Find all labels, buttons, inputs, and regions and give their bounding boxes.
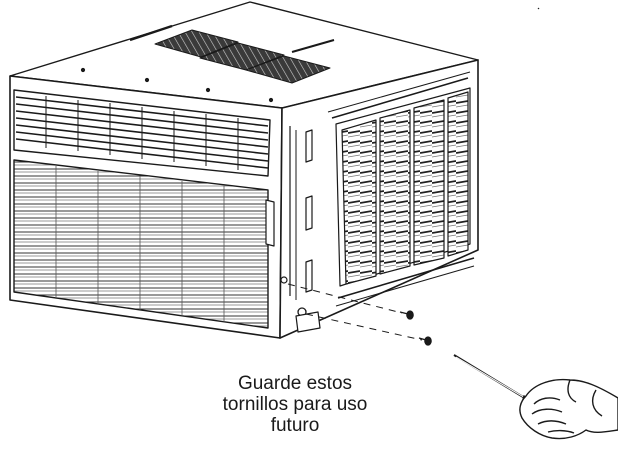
screw-lower	[418, 336, 432, 346]
caption-line-2: tornillos para uso	[222, 394, 368, 415]
screw-icon	[399, 310, 432, 346]
caption-line-3: futuro	[270, 415, 320, 436]
caption-line-1: Guarde estos	[237, 373, 353, 394]
screw-caption: Guarde estos tornillos para uso futuro	[205, 373, 385, 436]
hand-icon	[519, 378, 618, 440]
screw-guide-lines	[287, 283, 423, 341]
corner-mark	[537, 7, 540, 10]
screw-upper	[399, 310, 414, 320]
window-air-conditioner-icon	[9, 1, 479, 339]
